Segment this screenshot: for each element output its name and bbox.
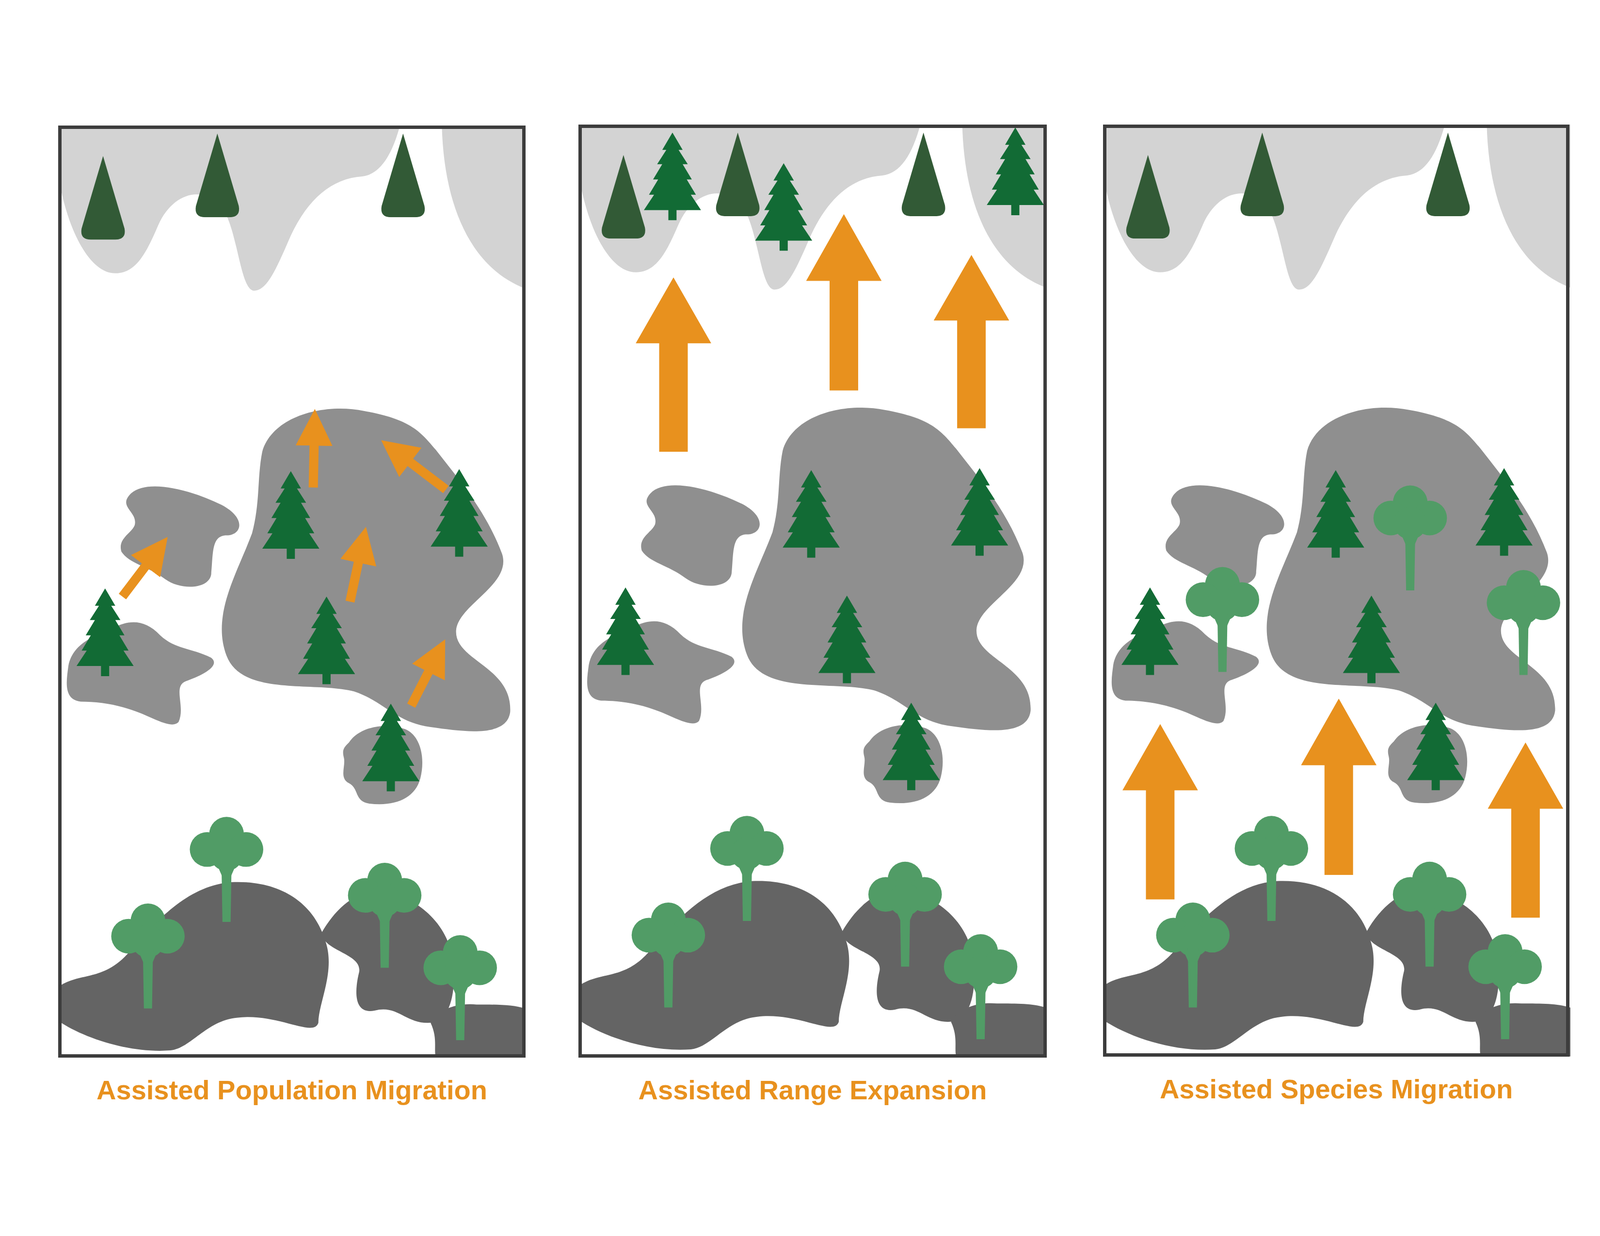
caption-box: Assisted Range Expansion — [523, 1073, 1102, 1107]
landscape — [1103, 124, 1571, 1057]
caption-box: Assisted Population Migration — [3, 1073, 581, 1107]
big-arrows — [1122, 698, 1564, 918]
panel-caption: Assisted Species Migration — [1159, 1073, 1513, 1105]
panel-frame: Assisted Range Expansion — [578, 124, 1047, 1058]
landscape — [58, 125, 526, 1058]
panel-art — [1103, 124, 1571, 1057]
panel-art — [58, 125, 526, 1058]
deciduous-trees — [1185, 485, 1561, 675]
panel-frame: Assisted Species Migration — [1103, 124, 1570, 1057]
landscape — [578, 124, 1046, 1057]
panel-caption: Assisted Population Migration — [96, 1074, 488, 1106]
panel-art — [578, 124, 1046, 1057]
caption-box: Assisted Species Migration — [1048, 1072, 1600, 1106]
big-arrows — [635, 214, 1009, 452]
panel-caption: Assisted Range Expansion — [638, 1074, 988, 1106]
panel-frame: Assisted Population Migration — [58, 125, 526, 1058]
small-arrows — [122, 436, 447, 706]
